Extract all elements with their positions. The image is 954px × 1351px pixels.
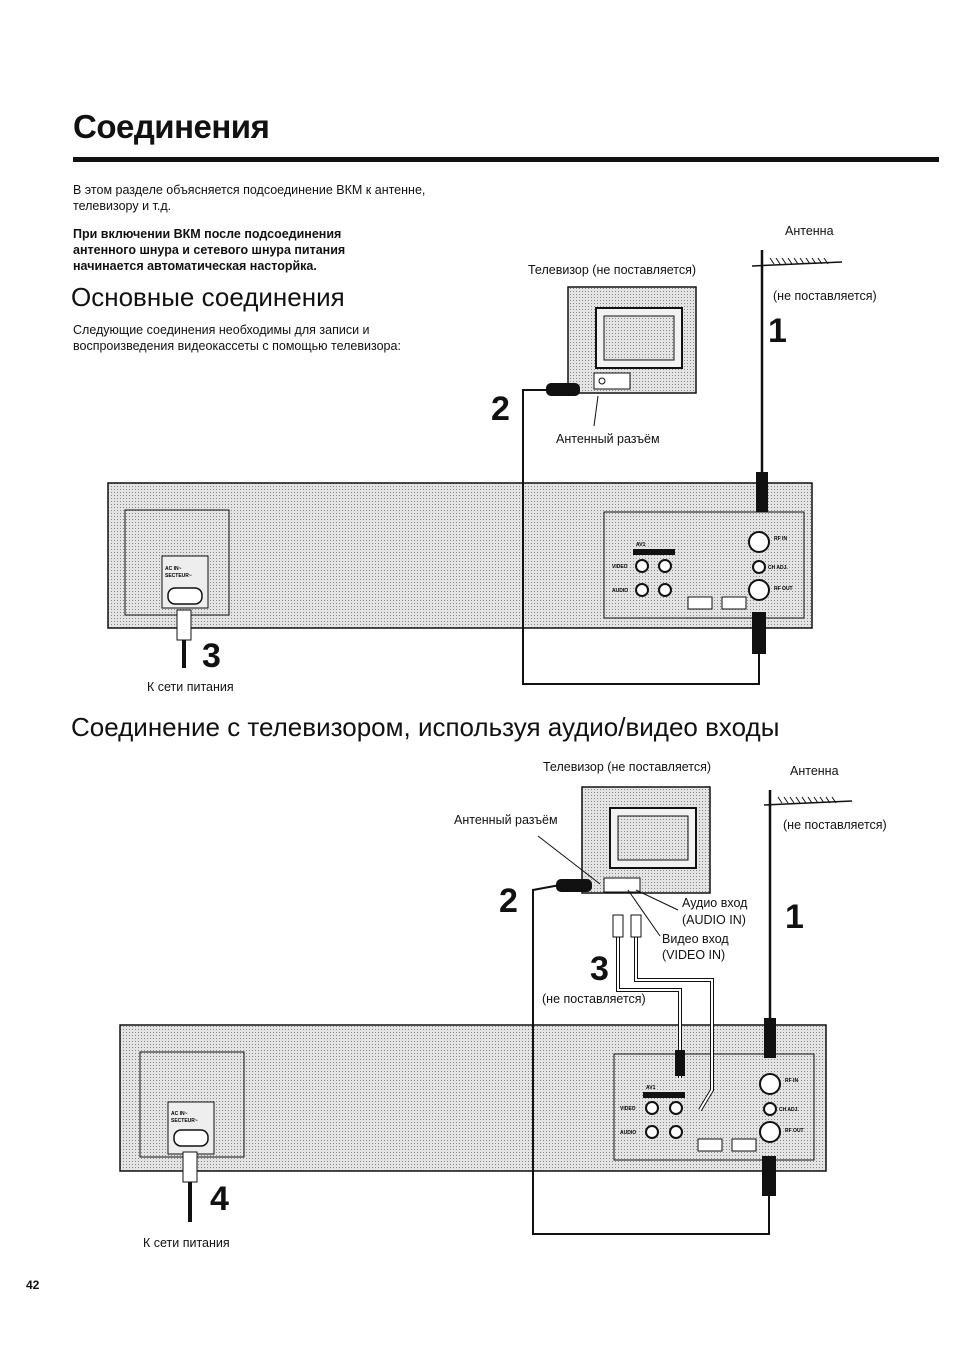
video-in-label: Видео вход bbox=[662, 932, 729, 946]
step-2: 2 bbox=[491, 390, 510, 428]
step-2-b: 2 bbox=[499, 882, 518, 920]
vcr-rear-1: AC IN~ SECTEUR~ AV1 VIDEO AUDIO RF IN CH… bbox=[107, 482, 813, 629]
secteur-label: SECTEUR~ bbox=[165, 573, 192, 579]
tv-label-2: Телевизор (не поставляется) bbox=[543, 760, 712, 774]
rf-in-label: RF IN bbox=[774, 536, 787, 542]
step-4: 4 bbox=[210, 1180, 229, 1218]
audio-label-2: AUDIO bbox=[620, 1130, 636, 1136]
antenna-1 bbox=[751, 250, 843, 488]
antenna-socket-label-2: Антенный разъём bbox=[454, 813, 558, 827]
antenna-label-2: Антенна bbox=[790, 764, 839, 778]
audio-in-label: Аудио вход bbox=[682, 896, 748, 910]
antenna-note-1: (не поставляется) bbox=[773, 289, 877, 303]
page-title: Соединения bbox=[73, 108, 270, 145]
av1-label-2: AV1 bbox=[646, 1085, 656, 1091]
tv-diagram-1 bbox=[567, 286, 697, 394]
ch-adj-label-2: CH ADJ. bbox=[779, 1107, 799, 1113]
ac-in-label-2: AC IN~ bbox=[171, 1111, 188, 1117]
audio-in-en-label: (AUDIO IN) bbox=[682, 913, 746, 927]
step-1-b: 1 bbox=[785, 898, 804, 936]
title-rule bbox=[73, 157, 939, 162]
section1-text: Следующие соединения необходимы для запи… bbox=[73, 323, 401, 353]
cables-1 bbox=[176, 383, 768, 685]
ac-in-label: AC IN~ bbox=[165, 566, 182, 572]
power-label-2: К сети питания bbox=[143, 1236, 230, 1250]
tv-label-1: Телевизор (не поставляется) bbox=[528, 263, 697, 277]
vcr-rear-2: AC IN~ SECTEUR~ AV1 VIDEO AUDIO RF IN CH… bbox=[119, 1024, 827, 1172]
antenna-2 bbox=[763, 790, 853, 1030]
rf-out-label: RF OUT bbox=[774, 586, 793, 592]
page-number: 42 bbox=[26, 1278, 40, 1292]
tv-diagram-2 bbox=[537, 786, 711, 937]
cables-2 bbox=[182, 879, 776, 1235]
rf-out-label-2: RF OUT bbox=[785, 1128, 804, 1134]
intro-text: В этом разделе объясняется подсоединение… bbox=[73, 183, 426, 213]
av1-label: AV1 bbox=[636, 542, 646, 548]
section1-heading: Основные соединения bbox=[71, 282, 345, 312]
step-3-b: 3 bbox=[590, 950, 609, 988]
video-in-en-label: (VIDEO IN) bbox=[662, 948, 726, 962]
antenna-note-2: (не поставляется) bbox=[783, 818, 887, 832]
power-label-1: К сети питания bbox=[147, 680, 234, 694]
step-1: 1 bbox=[768, 312, 787, 350]
ch-adj-label: CH ADJ. bbox=[768, 565, 788, 571]
video-label-2: VIDEO bbox=[620, 1106, 636, 1112]
section2-heading: Соединение с телевизором, используя ауди… bbox=[71, 712, 780, 742]
step-3: 3 bbox=[202, 637, 221, 675]
note-text: При включении ВКМ после подсоединения ан… bbox=[73, 227, 346, 273]
cable-note: (не поставляется) bbox=[542, 992, 646, 1006]
video-label: VIDEO bbox=[612, 564, 628, 570]
antenna-label-1: Антенна bbox=[785, 224, 834, 238]
secteur-label-2: SECTEUR~ bbox=[171, 1118, 198, 1124]
rf-in-label-2: RF IN bbox=[785, 1078, 798, 1084]
audio-label: AUDIO bbox=[612, 588, 628, 594]
antenna-socket-label-1: Антенный разъём bbox=[556, 432, 660, 446]
